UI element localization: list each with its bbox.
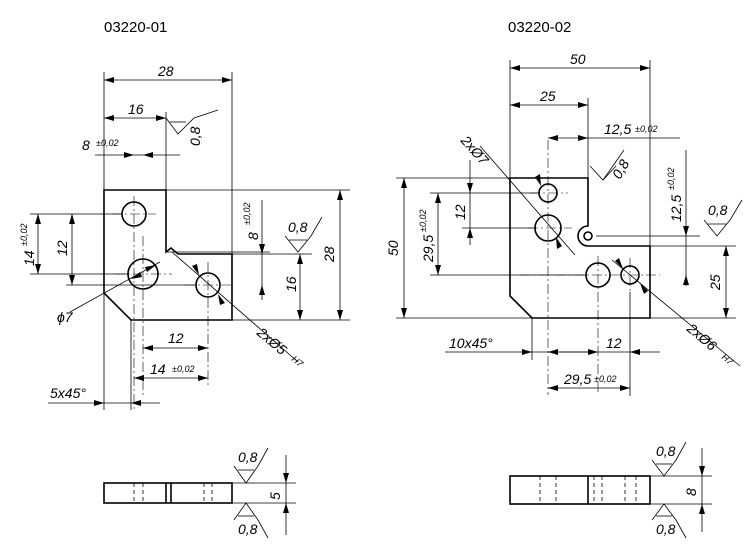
svg-text:50: 50 — [385, 240, 401, 256]
svg-text:12: 12 — [168, 330, 184, 346]
dim-02-12-5-vert: 12,5 ±0,02 — [596, 150, 700, 286]
roughness-01-right: 0,8 — [284, 216, 323, 253]
svg-text:12,5: 12,5 — [668, 195, 684, 222]
dim-02-chamfer: 10x45° — [445, 318, 590, 360]
svg-text:2xØ6: 2xØ6 — [683, 319, 720, 354]
dim-02-25-top: 25 — [510, 88, 589, 178]
svg-text:10x45°: 10x45° — [449, 335, 493, 351]
svg-text:16: 16 — [128, 101, 144, 117]
svg-text:14: 14 — [150, 361, 166, 377]
svg-text:ϕ7: ϕ7 — [57, 309, 74, 325]
roughness-01-side-top: 0,8 — [233, 447, 269, 484]
svg-text:H7: H7 — [290, 354, 306, 370]
svg-text:±0,02: ±0,02 — [242, 203, 252, 225]
svg-text:H7: H7 — [720, 352, 736, 368]
svg-text:25: 25 — [707, 274, 723, 291]
svg-text:±0,02: ±0,02 — [172, 364, 194, 374]
roughness-02-side-top: 0,8 — [651, 441, 687, 477]
dim-02-50-top: 50 — [509, 51, 651, 246]
dim-01-14-left: 14 ±0,02 — [19, 213, 128, 275]
dim-01-12-left: 12 — [54, 214, 196, 286]
svg-text:±0,02: ±0,02 — [96, 138, 118, 148]
part-01-title: 03220-01 — [104, 19, 167, 36]
dim-02-12-bottom: 12 — [560, 335, 660, 355]
svg-text:±0,02: ±0,02 — [19, 224, 29, 246]
dim-02-12-vert: 12 — [452, 160, 536, 245]
svg-text:0,8: 0,8 — [187, 126, 203, 146]
slot-02 — [583, 231, 593, 241]
svg-text:25: 25 — [539, 88, 556, 104]
svg-text:12: 12 — [54, 240, 70, 256]
dim-01-2x5: 2xØ5 H7 — [171, 251, 306, 370]
dim-01-28-top: 28 — [103, 63, 233, 254]
svg-text:8: 8 — [82, 137, 90, 153]
dim-01-14-bottom: 14 ±0,02 — [134, 361, 208, 381]
svg-text:29,5: 29,5 — [563, 371, 591, 387]
svg-text:0,8: 0,8 — [238, 449, 258, 465]
dim-01-16: 16 — [104, 101, 167, 190]
roughness-02-top: 0,8 — [589, 149, 633, 182]
svg-text:0,8: 0,8 — [656, 521, 676, 537]
svg-text:0,8: 0,8 — [708, 202, 728, 218]
svg-text:8: 8 — [683, 488, 699, 496]
svg-text:8: 8 — [245, 232, 261, 240]
svg-text:0,8: 0,8 — [609, 156, 633, 181]
svg-text:±0,02: ±0,02 — [635, 124, 657, 134]
part-02-title: 03220-02 — [508, 19, 571, 36]
svg-text:5: 5 — [267, 492, 283, 500]
svg-text:0,8: 0,8 — [238, 521, 258, 537]
dim-02-12-5-top: 12,5 ±0,02 — [548, 121, 680, 141]
svg-text:50: 50 — [570, 51, 586, 67]
svg-text:12: 12 — [606, 335, 622, 351]
part-01-top-view — [103, 189, 233, 410]
svg-text:12,5: 12,5 — [604, 121, 631, 137]
dim-01-phi7: ϕ7 — [57, 261, 161, 325]
roughness-01-side-bottom: 0,8 — [233, 502, 269, 539]
part-02-side-view — [509, 475, 651, 505]
side-01-thickness: 5 — [232, 455, 296, 535]
dim-01-16-right: 16 — [232, 253, 312, 321]
dim-01-8-tol: 8 ±0,02 — [82, 137, 180, 158]
roughness-02-right: 0,8 — [703, 199, 743, 237]
dim-02-50-left: 50 — [385, 177, 532, 319]
dim-01-chamfer: 5x45° — [48, 293, 160, 410]
svg-text:14: 14 — [21, 250, 37, 266]
roughness-02-side-bottom: 0,8 — [651, 503, 687, 539]
svg-text:2xØ7: 2xØ7 — [457, 132, 493, 169]
dim-02-29-5-vert: 29,5 ±0,02 — [418, 192, 586, 276]
svg-text:2xØ5: 2xØ5 — [253, 323, 290, 358]
dim-02-29-5-bottom: 29,5 ±0,02 — [548, 292, 631, 396]
side-02-thickness: 8 — [650, 448, 712, 532]
svg-text:±0,02: ±0,02 — [666, 168, 676, 190]
part-01-side-view — [103, 482, 233, 504]
dim-02-25-right: 25 — [650, 245, 736, 319]
dim-01-28-right: 28 — [104, 189, 350, 321]
svg-text:±0,02: ±0,02 — [594, 374, 616, 384]
roughness-01-top: 0,8 — [165, 109, 219, 146]
svg-text:±0,02: ±0,02 — [418, 210, 428, 232]
svg-text:0,8: 0,8 — [656, 443, 676, 459]
dim-01-8-right: 8 ±0,02 — [166, 200, 270, 300]
svg-text:16: 16 — [283, 276, 299, 292]
svg-text:0,8: 0,8 — [288, 219, 308, 235]
svg-text:12: 12 — [452, 204, 468, 220]
dim-01-12-bottom: 12 — [143, 330, 208, 351]
svg-text:28: 28 — [157, 63, 174, 79]
svg-text:29,5: 29,5 — [420, 235, 436, 263]
svg-text:5x45°: 5x45° — [50, 385, 86, 401]
part-02-top-view — [509, 140, 660, 395]
svg-text:28: 28 — [321, 246, 337, 263]
